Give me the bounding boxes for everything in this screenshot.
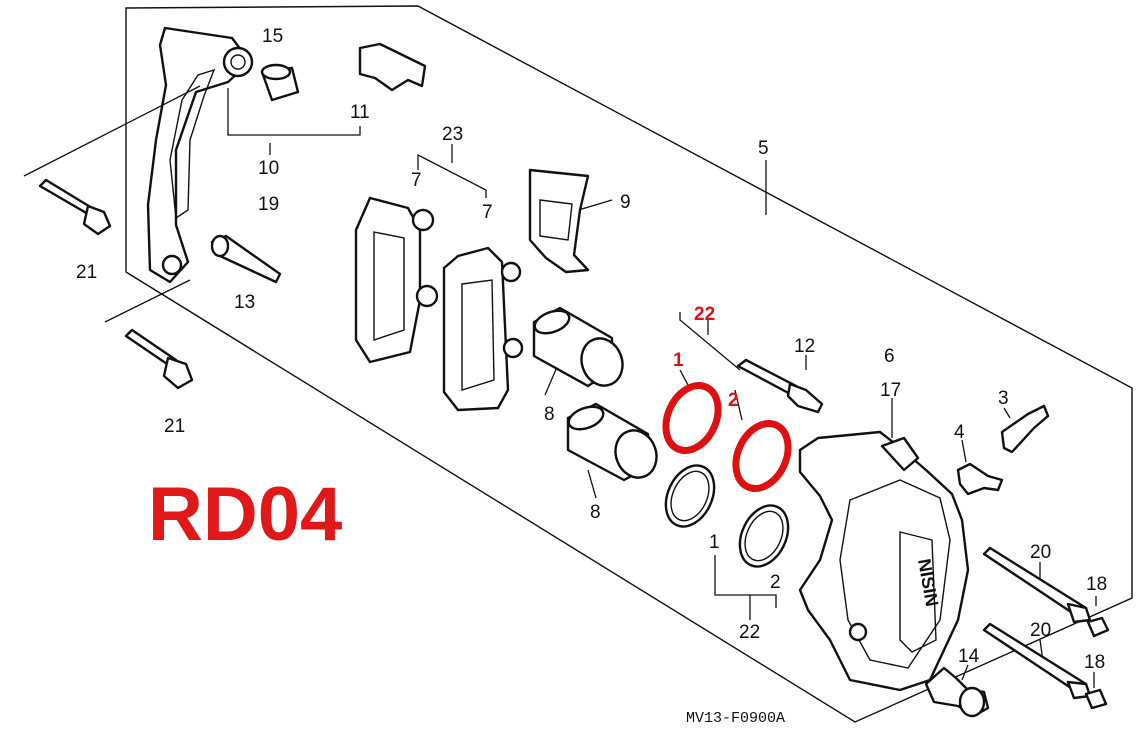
pin-13 [210,234,282,284]
pin-12 [736,358,824,414]
label-3: 3 [998,388,1009,409]
bolt-21-upper [38,178,112,236]
piston-8-upper [532,306,624,388]
caliper-body: NISIN [798,430,970,692]
pad-spring-9 [528,168,590,274]
boot-14 [924,666,990,718]
label-15: 15 [262,26,283,47]
label-21-lower: 21 [164,416,185,437]
label-8-upper: 8 [544,404,555,425]
pad-pin-20-upper [982,546,1092,624]
bushing-15 [260,63,300,102]
seal-1-lower [664,464,716,528]
label-21-upper: 21 [76,262,97,283]
label-1-top: 1 [673,350,684,371]
label-5: 5 [758,138,769,159]
bleeder-cap-4 [956,462,1004,496]
seal-2-lower [738,504,790,568]
label-11: 11 [350,102,370,123]
label-8-lower: 8 [590,502,601,523]
brake-pad-7-rear [442,246,524,412]
label-2-bottom: 2 [770,572,781,593]
label-7-rear: 7 [482,202,493,223]
label-10: 10 [258,158,279,179]
label-1-bottom: 1 [709,532,720,553]
bleeder-screw-3 [1000,404,1050,454]
label-13: 13 [234,292,255,313]
pin-cap-18-upper [1086,616,1110,638]
leader-lines [23,85,1097,688]
pin-cap-18-lower [1084,688,1108,710]
model-title: RD04 [148,472,342,557]
brake-pad-7-front [354,196,439,364]
label-4: 4 [954,422,965,443]
label-6: 6 [884,346,895,367]
piston-8-lower [566,402,658,482]
label-18-upper: 18 [1086,574,1107,595]
bolt-21-lower [124,328,194,390]
assembly-outline [125,5,1133,723]
label-14: 14 [958,646,980,667]
seal-1-highlight [662,382,722,454]
label-20-upper: 20 [1030,542,1051,563]
label-9: 9 [620,192,631,213]
label-22-top: 22 [694,304,715,325]
label-2-top: 2 [728,390,739,411]
seal-2-highlight [732,420,792,492]
label-18-lower: 18 [1084,652,1105,673]
label-22-bottom: 22 [739,622,760,643]
label-12: 12 [794,336,815,357]
label-19: 19 [258,194,279,215]
pad-pin-20-lower [982,622,1092,700]
pad-clip-11 [358,42,427,92]
label-17: 17 [880,380,901,401]
label-7-front: 7 [411,170,422,191]
drawing-code: MV13-F0900A [686,710,785,727]
label-20-lower: 20 [1030,620,1051,641]
caliper-bracket [146,26,254,284]
label-23: 23 [442,124,463,145]
